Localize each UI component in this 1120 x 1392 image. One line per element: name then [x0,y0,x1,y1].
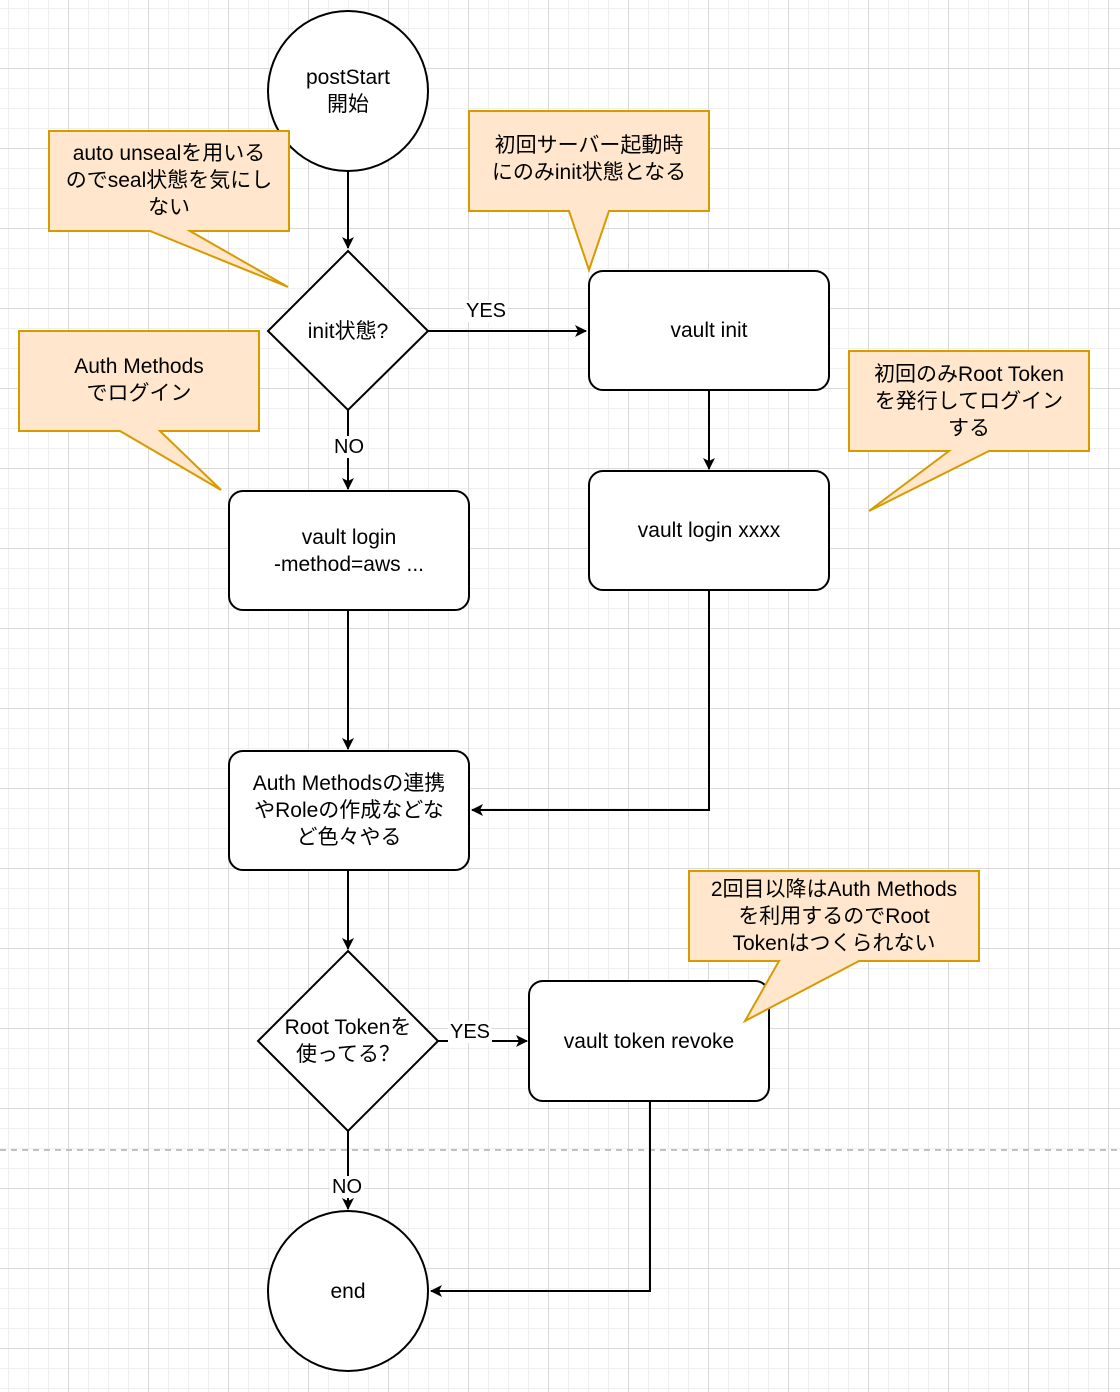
start-node[interactable] [267,10,429,172]
edge-label-init-yes: YES [464,300,509,322]
end-node[interactable] [267,1210,429,1372]
edge-label-root-no: NO [330,1176,364,1198]
edge-login-root-to-auth [471,590,710,816]
token-revoke-box[interactable] [528,980,770,1102]
note-root-not-created[interactable] [688,870,980,1024]
note-auto-unseal[interactable] [48,130,290,288]
edge-label-root-yes: YES [448,1021,493,1043]
note-root-token-login[interactable] [848,350,1090,512]
vault-init-box[interactable] [588,270,830,391]
vault-login-root-box[interactable] [588,470,830,591]
root-token-decision[interactable] [256,949,440,1133]
note-first-start[interactable] [468,110,710,274]
edge-label-init-no: NO [332,436,366,458]
init-check-decision[interactable] [266,249,430,412]
edge-revoke-to-end [430,1101,651,1297]
vault-login-aws-box[interactable] [228,490,470,611]
auth-setup-box[interactable] [228,750,470,871]
note-auth-methods-login[interactable] [18,330,260,491]
